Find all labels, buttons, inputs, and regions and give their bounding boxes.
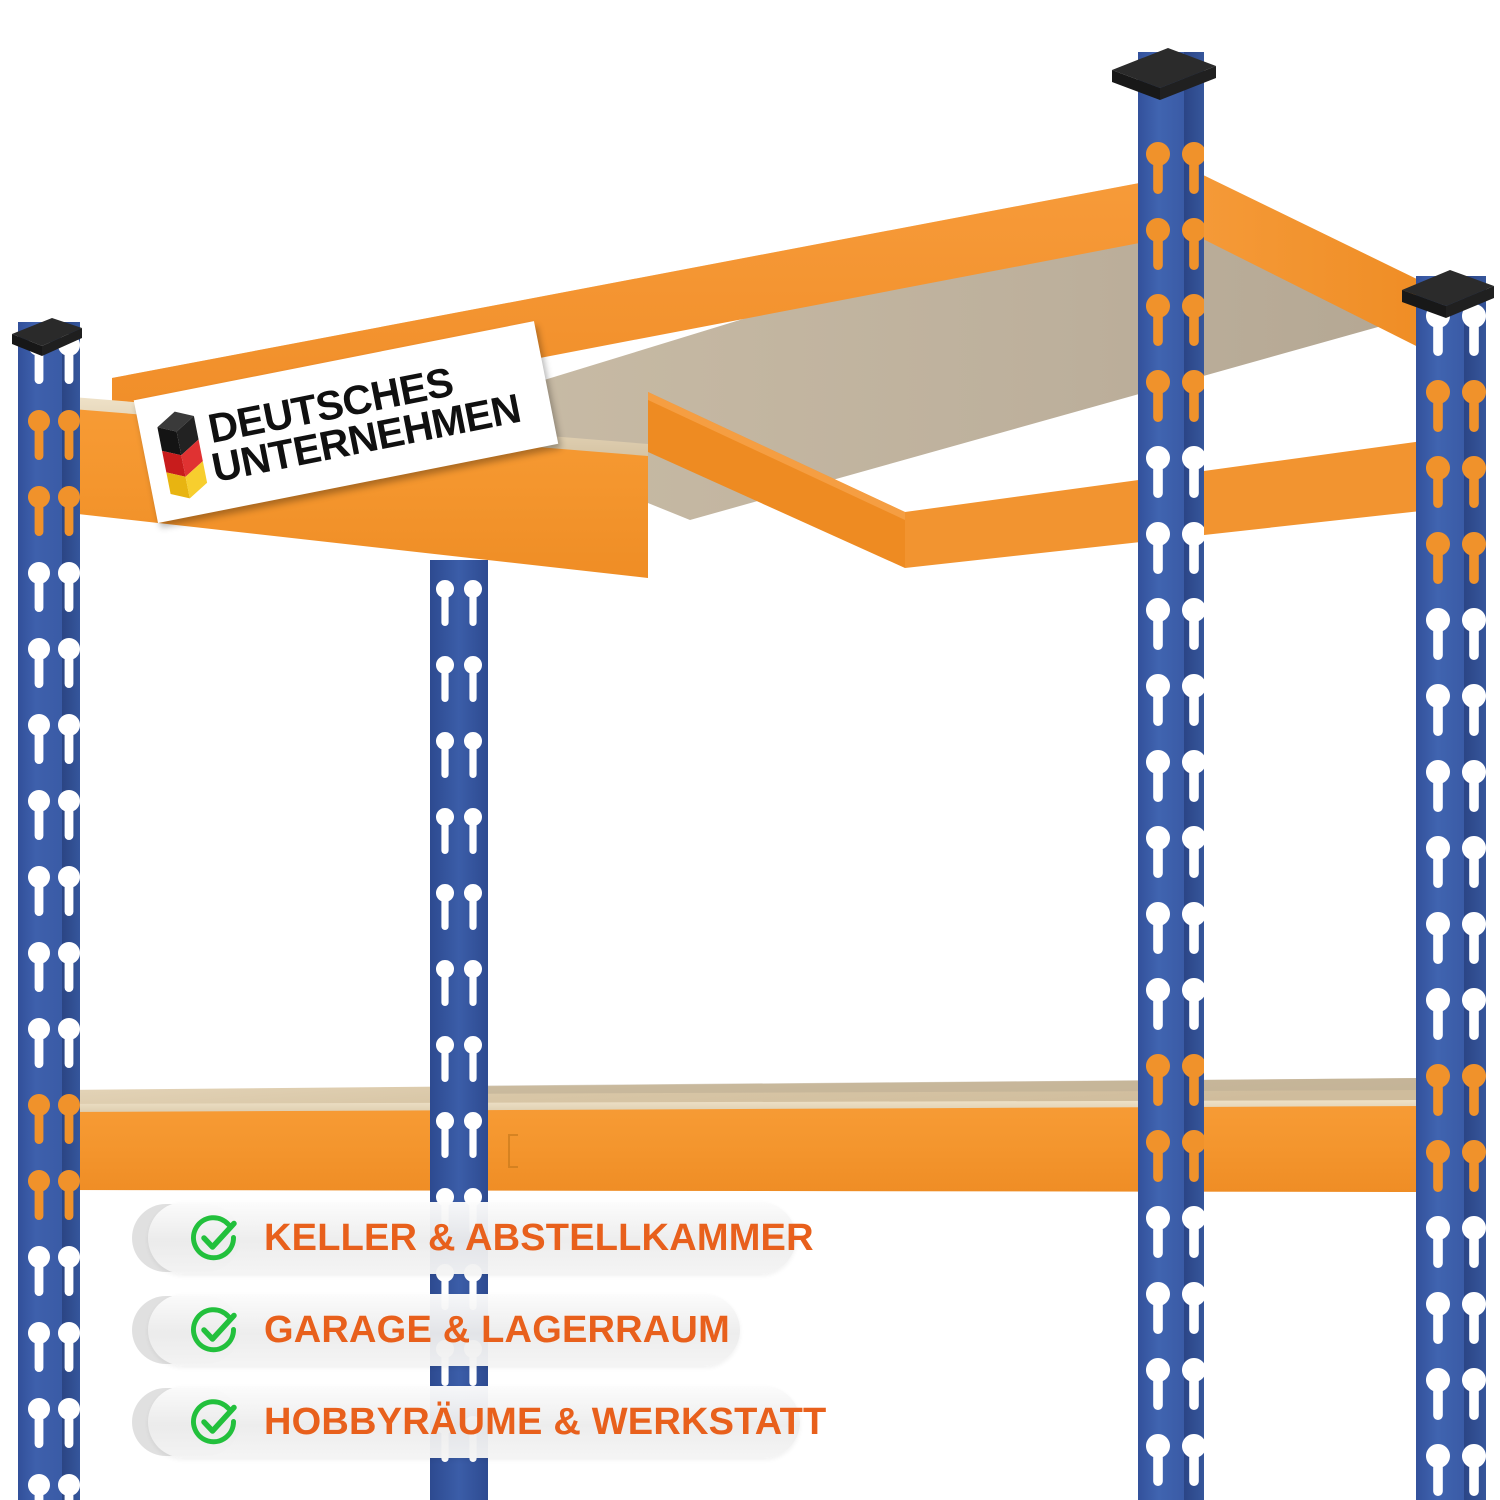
lower-shelf-front-beam — [62, 1106, 1420, 1192]
deutsches-unternehmen-badge: DEUTSCHES UNTERNEHMEN — [133, 321, 559, 523]
post-left-front-cap — [8, 312, 84, 363]
post-left-front — [18, 322, 80, 1500]
lower-shelf-board-front-edge — [62, 1100, 1420, 1118]
post-right-front — [1416, 276, 1486, 1500]
german-flag-3d-column-icon — [151, 405, 214, 504]
post-right-rear — [1138, 52, 1204, 1500]
top-shelf-board-edge-rear — [112, 172, 1213, 390]
feature-pill-1-label: GARAGE & LAGERRAUM — [264, 1308, 730, 1351]
green-circle-check-icon — [188, 1303, 242, 1357]
feature-pill-0: KELLER & ABSTELLKAMMER — [132, 1202, 814, 1274]
badge-text-block: DEUTSCHES UNTERNEHMEN — [204, 351, 524, 491]
post-left-front-slots — [27, 334, 80, 1500]
top-shelf-board-underside — [430, 178, 1460, 520]
lower-shelf-board-top — [62, 1078, 1420, 1106]
feature-pill-0-label: KELLER & ABSTELLKAMMER — [264, 1216, 814, 1259]
feature-pill-2-background — [148, 1386, 800, 1458]
feature-pill-2-label: HOBBYRÄUME & WERKSTATT — [264, 1400, 827, 1443]
top-shelf-center-support-beam-highlight — [648, 392, 905, 520]
post-right-rear-slots — [1145, 142, 1204, 1486]
lower-shelf — [62, 1078, 1420, 1192]
top-shelf-center-support-beam — [648, 392, 905, 568]
green-circle-check-icon — [188, 1211, 242, 1265]
lower-shelf-board-rear-strip — [430, 1078, 1420, 1094]
post-right-front-slots — [1425, 304, 1486, 1496]
feature-pill-2: HOBBYRÄUME & WERKSTATT — [132, 1386, 826, 1458]
post-right-front-cap — [1396, 262, 1500, 325]
lower-shelf-beam-bracket-notch — [508, 1134, 518, 1168]
feature-pill-1: GARAGE & LAGERRAUM — [132, 1294, 740, 1366]
post-right-front-side — [1464, 276, 1486, 1500]
green-circle-check-icon — [188, 1395, 242, 1449]
feature-pill-1-background — [148, 1294, 740, 1366]
feature-pill-0-background — [148, 1202, 796, 1274]
post-right-rear-cap — [1106, 40, 1222, 107]
